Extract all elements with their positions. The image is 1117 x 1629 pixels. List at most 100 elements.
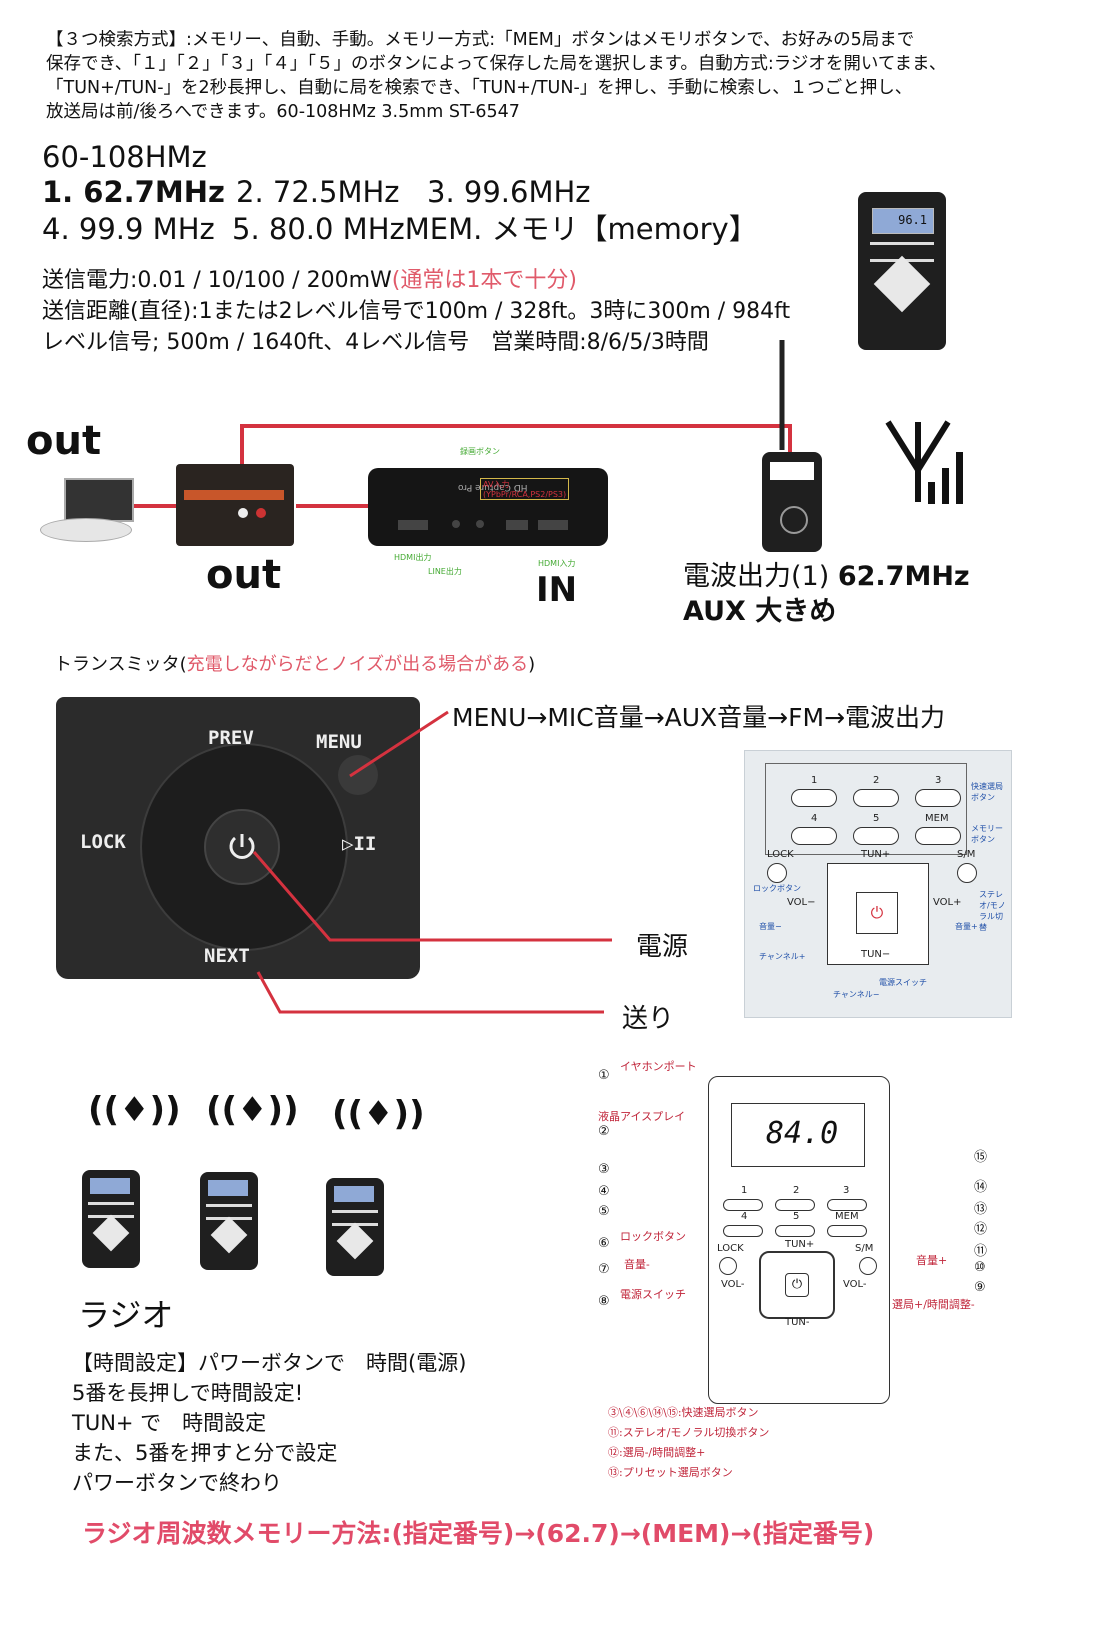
radio-device-top: 96.1 (858, 192, 946, 350)
converter-jack-red (256, 508, 266, 518)
capture-box: HD Capture Pro (368, 468, 608, 546)
d1-dpad[interactable]: ⏻ (827, 863, 929, 965)
preset-3: 3. 99.6MHz (427, 175, 591, 209)
d2-voldown-label: 音量- (624, 1258, 650, 1271)
d2-num-5: ⑤ (598, 1204, 610, 1219)
d2-sm-button[interactable] (859, 1257, 877, 1275)
d2-key2-label: 2 (793, 1185, 800, 1196)
d1-key-2[interactable] (853, 789, 899, 807)
d2-power-icon: ⏻ (785, 1273, 809, 1297)
signal-bar-2 (942, 468, 949, 504)
menu-flow: MENU→MIC音量→AUX音量→FM→電波出力 (452, 703, 946, 732)
next-label: NEXT (204, 945, 250, 967)
menu-label: MENU (316, 731, 362, 753)
d2-key1-label: 1 (741, 1185, 748, 1196)
d2-num-4: ④ (598, 1184, 610, 1199)
d2-lockbtn-label: ロックボタン (620, 1230, 686, 1243)
d2-lock-button[interactable] (719, 1257, 737, 1275)
aux-label: AUX 大きめ (683, 596, 837, 627)
play-pause-label: ▷II (342, 833, 377, 855)
dvd-base (40, 518, 132, 542)
d1-volup-label: 音量+ (955, 922, 978, 931)
d1-quick-label: 快速選局ボタン (971, 782, 1003, 802)
d2-key-2[interactable] (775, 1199, 815, 1211)
d2-key-4[interactable] (723, 1225, 763, 1237)
tag-av-in: AV入力 (YPbPr/RCA,PS2/PS3) (480, 478, 570, 500)
d2-key4-label: 4 (741, 1211, 748, 1222)
radio-lcd: 96.1 (872, 208, 934, 234)
d1-power-icon: ⏻ (856, 892, 898, 934)
d2-num-7: ⑦ (598, 1262, 610, 1277)
port-av-in (506, 520, 528, 530)
d2-key3-label: 3 (843, 1185, 850, 1196)
d1-lock-label: LOCK (767, 849, 794, 860)
d2-num-1: ① (598, 1068, 610, 1083)
button-diagram-1: 1 2 3 4 5 MEM 快速選局ボタン メモリーボタン LOCK TUN+ … (744, 750, 1012, 1018)
d2-key-1[interactable] (723, 1199, 763, 1211)
d2-key-3[interactable] (827, 1199, 867, 1211)
d2-mem-label: MEM (835, 1211, 859, 1222)
radio-label: ラジオ (78, 1296, 174, 1334)
d2-num-3: ③ (598, 1162, 610, 1177)
d1-lock-button[interactable] (767, 863, 787, 883)
radio-lcd-3 (334, 1186, 374, 1202)
transmitter-title: トランスミッタ(充電しながらだとノイズが出る場合がある) (54, 650, 535, 676)
button-diagram-2: 84.0 1 2 3 4 5 MEM LOCK TUN+ S/M ⏻ VOL- … (598, 1058, 1018, 1488)
port-line-out (452, 520, 460, 528)
transmitter-callouts (252, 710, 612, 1014)
d1-key-4[interactable] (791, 827, 837, 845)
time-setting-step-3: また、5番を押すと分で設定 (72, 1441, 338, 1465)
d1-key3-label: 3 (935, 775, 942, 786)
d1-key-3[interactable] (915, 789, 961, 807)
dvd-player (40, 478, 134, 542)
power-button[interactable] (204, 809, 280, 885)
d1-key-1[interactable] (791, 789, 837, 807)
d1-key-mem[interactable] (915, 827, 961, 845)
radio-signal-icon-1: ((♦)) (88, 1090, 181, 1130)
d2-num-14: ⑭ (974, 1180, 988, 1195)
intro-text: 【３つ検索方式】:メモリー、自動、手動。メモリー方式:「MEM」ボタンはメモリボ… (46, 28, 1086, 124)
d1-voldown-label: 音量− (759, 922, 782, 931)
spec-power: 送信電力:0.01 / 10/100 / 200mW(通常は1本で十分) (42, 265, 577, 296)
d2-key-mem[interactable] (827, 1225, 867, 1237)
transmitter-title-note: 充電しながらだとノイズが出る場合がある (186, 654, 529, 675)
fm-transmitter (762, 452, 822, 552)
d1-sm-button[interactable] (957, 863, 977, 883)
d2-legend-1: ③\④\⑥\⑭\⑮:快速選局ボタン (608, 1406, 759, 1419)
d1-key2-label: 2 (873, 775, 880, 786)
d1-mem-label: MEM (925, 813, 949, 824)
time-setting-step-1: 5番を長押しで時間設定! (72, 1381, 304, 1405)
transmitter-title-suffix: ) (528, 654, 536, 675)
d1-key-5[interactable] (853, 827, 899, 845)
d1-stereo-label: ステレオ/モノラル切替 (979, 890, 1006, 932)
d1-key-area (765, 763, 967, 855)
antenna-signal-icon (885, 420, 951, 502)
d2-tunminus-label: TUN- (785, 1317, 810, 1328)
callout-power-line (252, 851, 612, 942)
d1-volminus-label: VOL− (787, 897, 816, 908)
intro-line-1: 【３つ検索方式】:メモリー、自動、手動。メモリー方式:「MEM」ボタンはメモリボ… (46, 30, 915, 50)
out-label-left: out (26, 418, 102, 464)
d2-num-8: ⑧ (598, 1294, 610, 1309)
d2-dpad[interactable]: ⏻ (759, 1251, 835, 1319)
d2-radio-outline: 84.0 1 2 3 4 5 MEM LOCK TUN+ S/M ⏻ VOL- … (708, 1076, 890, 1404)
radio-dpad-2 (210, 1216, 248, 1254)
radio-body-1 (82, 1170, 140, 1268)
spec-power-text: 送信電力:0.01 / 10/100 / 200mW (42, 268, 392, 293)
tag-line-out: LINE出力 (428, 567, 462, 576)
radio-lcd-2 (208, 1180, 248, 1196)
d1-tunminus-label: TUN− (861, 949, 891, 960)
prev-label: PREV (208, 727, 254, 749)
radio-lcd-1 (90, 1178, 130, 1194)
d2-key-5[interactable] (775, 1225, 815, 1237)
d2-lcd: 84.0 (731, 1103, 865, 1167)
d2-num-9: ⑨ (974, 1280, 986, 1295)
radio-signal-icon-3: ((♦)) (332, 1094, 425, 1134)
intro-line-3: 「TUN+/TUN-」を2秒長押し、自動に局を検索でき、「TUN+/TUN-」を… (46, 78, 913, 98)
spec-distance: 送信距離(直径):1または2レベル信号で100m / 328ft。3時に300m… (42, 299, 791, 324)
d1-powersw-label: 電源スイッチ (879, 978, 927, 987)
radio-dpad (873, 255, 931, 313)
d2-num-2: ② (598, 1124, 610, 1139)
radio-lcd-value: 96.1 (898, 213, 927, 227)
d2-lcd-label: 液晶アイスプレイ (598, 1110, 686, 1123)
